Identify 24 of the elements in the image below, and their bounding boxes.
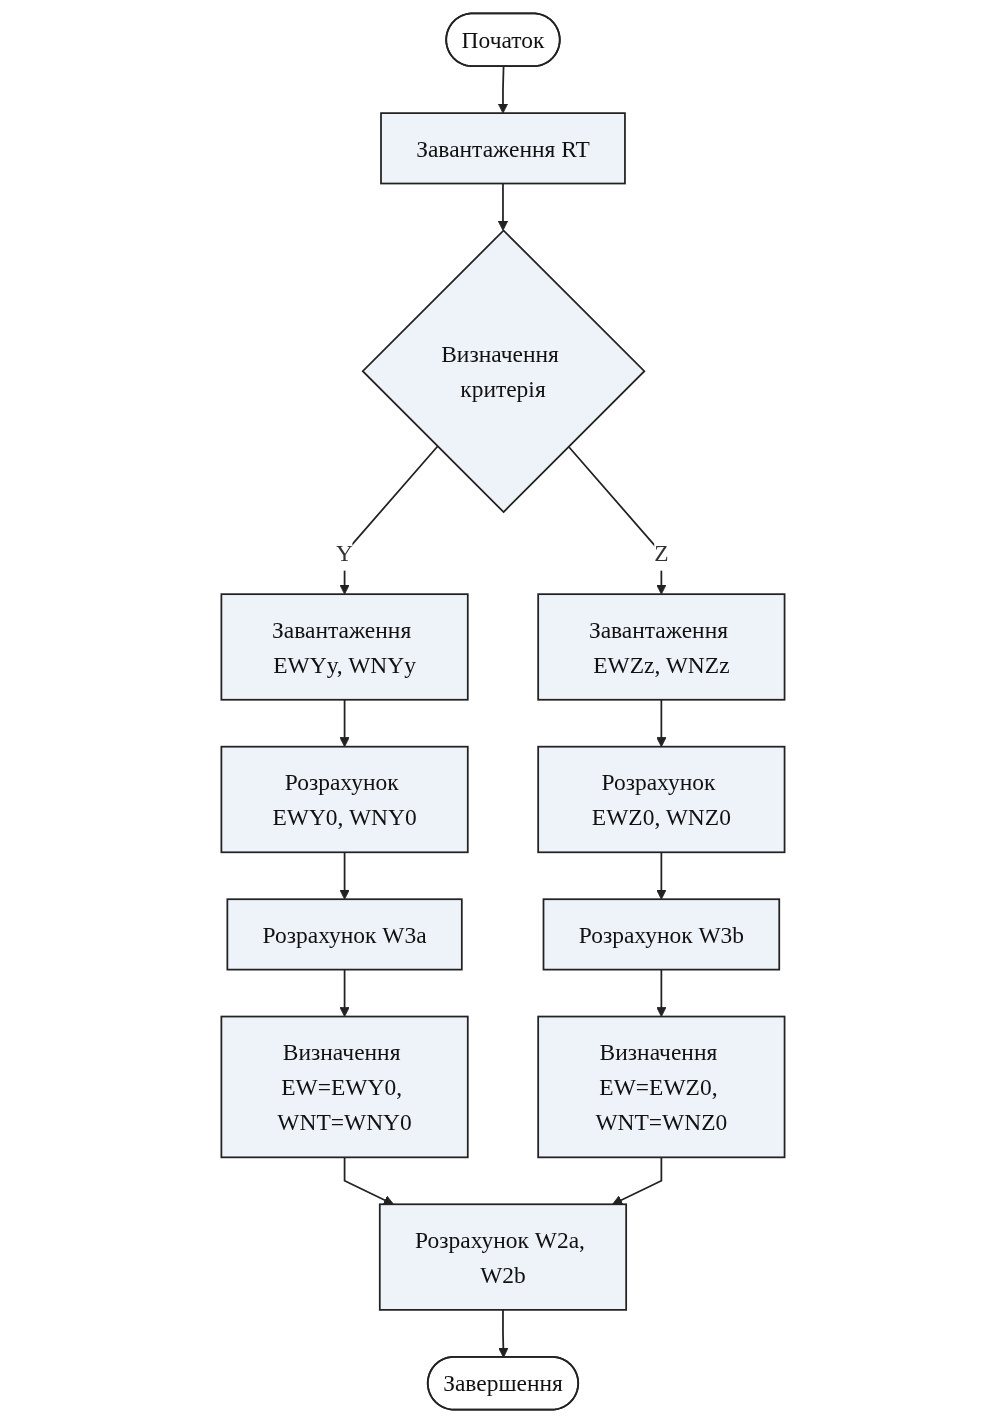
node-box: Розрахунок EWY0, WNY0 xyxy=(220,745,469,854)
node-box: Завантаження EWYy, WNYy xyxy=(220,593,469,701)
node-box: Розрахунок EWZ0, WNZ0 xyxy=(537,745,786,854)
arrow xyxy=(498,1309,509,1358)
node-box: Завантаження RT xyxy=(380,112,626,185)
arrow xyxy=(612,1156,663,1205)
arrow xyxy=(497,182,509,231)
node-box: Визначення EW=EWY0, WNT=WNY0 xyxy=(220,1015,469,1159)
node-box: Завантаження EWZz, WNZz xyxy=(537,593,786,701)
node-diamond: Визначення критерія xyxy=(361,229,646,514)
edge-label: Z xyxy=(654,540,669,566)
node-box: Розрахунок W3b xyxy=(542,898,781,971)
arrow xyxy=(339,968,350,1017)
arrow xyxy=(339,698,350,748)
arrow xyxy=(339,851,350,900)
edge-label: Y xyxy=(336,540,354,566)
arrow xyxy=(656,968,667,1017)
node-box: Розрахунок W3a xyxy=(226,898,463,971)
node-box: Розрахунок W2a, W2b xyxy=(378,1203,628,1311)
arrow xyxy=(656,698,667,748)
arrow xyxy=(656,851,667,900)
arrow xyxy=(497,65,509,114)
node-box: Визначення EW=EWZ0, WNT=WNZ0 xyxy=(537,1015,786,1159)
arrow xyxy=(343,1156,394,1205)
